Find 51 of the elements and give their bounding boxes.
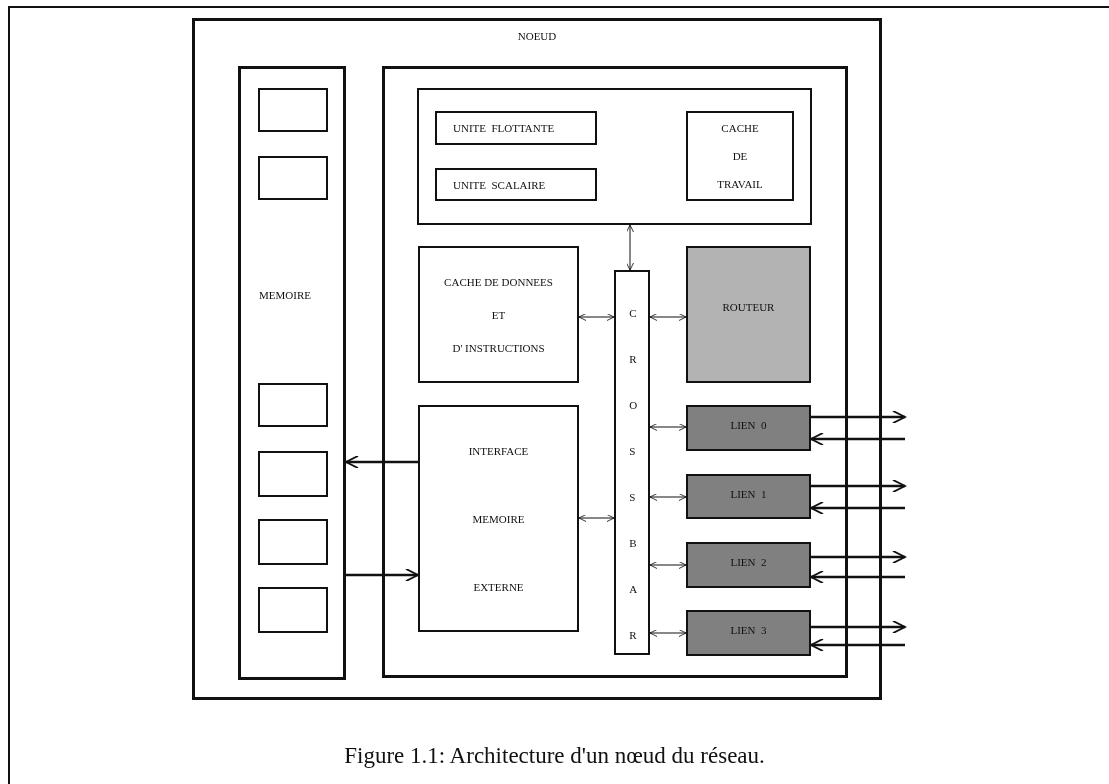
component-box bbox=[686, 610, 811, 656]
box-label: LIEN 0 bbox=[730, 418, 767, 432]
empty-box bbox=[258, 519, 328, 565]
crossbar-box bbox=[614, 270, 650, 655]
box-label: MEMOIRE bbox=[259, 288, 311, 302]
arrow bbox=[811, 620, 906, 634]
box-label: CACHE DE DONNEES bbox=[444, 274, 553, 289]
box-label: ET bbox=[491, 307, 506, 322]
component-box bbox=[686, 474, 811, 519]
box-label: LIEN 3 bbox=[730, 623, 767, 637]
box-label: ROUTEUR bbox=[722, 299, 775, 314]
empty-box bbox=[417, 88, 812, 225]
empty-box bbox=[258, 451, 328, 497]
empty-box bbox=[258, 156, 328, 200]
empty-box bbox=[258, 587, 328, 633]
arrow bbox=[345, 455, 418, 469]
component-box bbox=[238, 66, 346, 680]
box-label: LIEN 2 bbox=[730, 555, 767, 569]
component-box bbox=[418, 246, 579, 383]
box-label: TRAVAIL bbox=[717, 177, 763, 191]
vertical-label: CROSSBAR bbox=[629, 306, 635, 643]
component-box bbox=[686, 405, 811, 451]
box-label: D' INSTRUCTIONS bbox=[452, 340, 545, 355]
empty-box bbox=[382, 66, 848, 678]
component-box bbox=[686, 246, 811, 383]
box-label: NOEUD bbox=[517, 29, 557, 43]
component-box bbox=[418, 405, 579, 632]
arrow bbox=[810, 570, 905, 584]
box-label: LIEN 1 bbox=[730, 486, 767, 501]
arrow bbox=[810, 638, 905, 652]
component-box bbox=[435, 111, 597, 145]
component-box bbox=[686, 111, 794, 201]
component-box bbox=[435, 168, 597, 201]
component-box bbox=[686, 542, 811, 588]
arrow bbox=[810, 501, 905, 515]
box-label: MEMOIRE bbox=[472, 511, 525, 526]
box-label: INTERFACE bbox=[468, 443, 529, 458]
box-label: EXTERNE bbox=[473, 579, 524, 594]
arrow bbox=[810, 432, 905, 446]
arrow bbox=[811, 479, 906, 493]
empty-box bbox=[258, 88, 328, 132]
node-frame bbox=[192, 18, 882, 700]
arrow bbox=[811, 410, 906, 424]
box-label: UNITE FLOTTANTE bbox=[453, 121, 555, 135]
arrow bbox=[811, 550, 906, 564]
box-label: UNITE SCALAIRE bbox=[453, 177, 546, 192]
figure-caption: Figure 1.1: Architecture d'un nœud du réseau. bbox=[343, 742, 766, 770]
box-label: CACHE bbox=[721, 121, 759, 135]
arrow bbox=[346, 568, 419, 582]
box-label: DE bbox=[732, 149, 748, 163]
empty-box bbox=[258, 383, 328, 427]
